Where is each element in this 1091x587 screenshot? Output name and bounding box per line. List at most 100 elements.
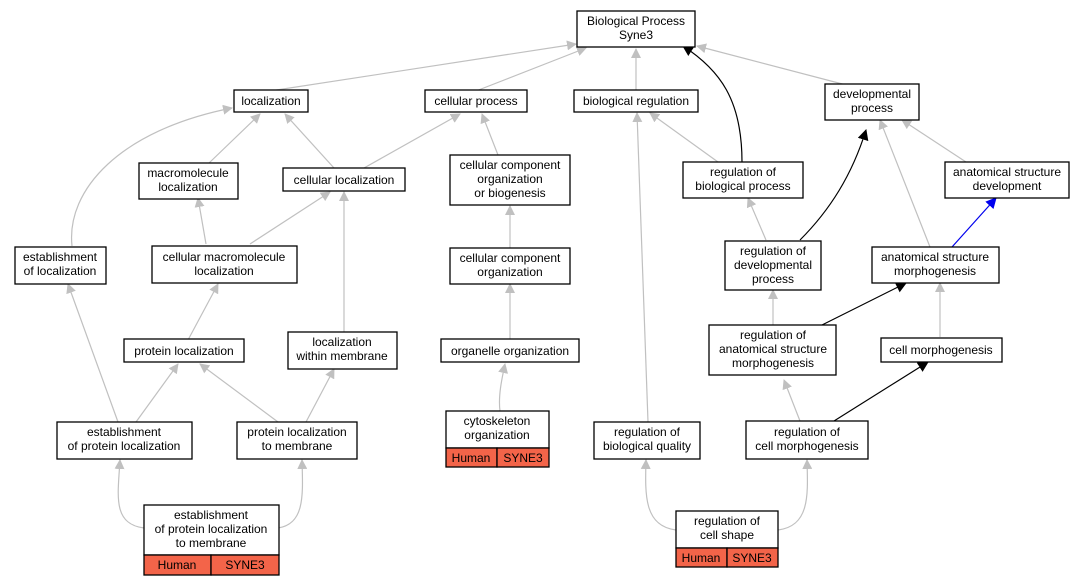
node-label: cellular macromolecule	[163, 250, 286, 264]
node-label: regulation of	[614, 425, 681, 439]
node-cell-morphogenesis[interactable]: cell morphogenesis	[880, 337, 1003, 363]
edge-reg-dev-process-to-developmental-process	[799, 128, 869, 241]
node-regulation-of-cell-morphogenesis[interactable]: regulation of cell morphogenesis	[745, 420, 869, 460]
node-label: Syne3	[619, 28, 653, 42]
edge-cell-macro-loc-to-cellular-localization	[249, 191, 331, 245]
node-label: to membrane	[176, 536, 247, 550]
node-label: organization	[477, 172, 542, 186]
node-label: development	[973, 179, 1042, 193]
node-cellular-component-organization[interactable]: cellular component organization	[449, 247, 571, 285]
node-label: process	[752, 272, 794, 286]
edge-protein-loc-membrane-to-loc-within-membrane	[305, 368, 335, 423]
node-label: cytoskeleton	[464, 414, 531, 428]
node-label: regulation of	[740, 244, 807, 258]
node-label: biological process	[695, 179, 790, 193]
node-label: anatomical structure	[881, 250, 989, 264]
annotation-species-label: Human	[452, 451, 491, 465]
node-establishment-of-localization[interactable]: establishment of localization	[14, 246, 107, 285]
node-cellular-macromolecule-localization[interactable]: cellular macromolecule localization	[151, 245, 298, 284]
node-label: cellular localization	[294, 173, 395, 187]
annotation-gene-cell	[210, 554, 280, 576]
node-biological-regulation[interactable]: biological regulation	[573, 89, 699, 113]
edge-reg-anat-morph-to-anat-morph	[821, 282, 907, 326]
node-regulation-of-biological-process[interactable]: regulation of biological process	[682, 161, 804, 199]
edges-layer	[66, 40, 997, 531]
edge-est-protein-loc-membrane-to-est-protein-loc	[114, 459, 145, 529]
node-regulation-of-anatomical-structure-morphogenesis[interactable]: regulation of anatomical structure morph…	[708, 324, 837, 376]
node-label: localization	[194, 264, 253, 278]
node-cellular-component-organization-or-biogenesis[interactable]: cellular component organization or bioge…	[449, 154, 571, 206]
node-label: biological quality	[603, 439, 691, 453]
node-label: cell morphogenesis	[889, 343, 992, 357]
edge-reg-dev-process-to-reg-bio-process	[746, 197, 767, 241]
node-developmental-process[interactable]: developmental process	[824, 83, 920, 121]
edge-developmental-process-to-root	[696, 43, 851, 87]
node-label: regulation of	[740, 328, 807, 342]
node-label: localization	[312, 335, 371, 349]
edge-protein-loc-to-cell-macro-loc	[187, 283, 219, 341]
node-label: regulation of	[694, 514, 761, 528]
node-label: or biogenesis	[474, 186, 545, 200]
node-label: anatomical structure	[953, 165, 1061, 179]
edge-ccob-to-cellular-process	[480, 113, 499, 156]
node-label: localization	[158, 180, 217, 194]
node-label: to membrane	[262, 439, 333, 453]
node-label: of localization	[24, 264, 97, 278]
node-establishment-of-protein-localization-to-membrane[interactable]: establishment of protein localization to…	[143, 504, 280, 576]
node-label: organelle organization	[451, 344, 569, 358]
edge-est-protein-loc-to-est-localization	[66, 283, 119, 423]
annotation-gene-label: SYNE3	[225, 558, 265, 572]
node-label: anatomical structure	[719, 342, 827, 356]
node-label: cellular component	[460, 251, 561, 265]
node-label: cellular process	[434, 94, 517, 108]
node-label: establishment	[87, 425, 162, 439]
node-label: of protein localization	[155, 522, 268, 536]
node-biological-process-root[interactable]: Biological Process Syne3	[576, 10, 696, 48]
node-label: macromolecule	[147, 166, 229, 180]
node-cytoskeleton-organization[interactable]: cytoskeleton organization Human SYNE3	[445, 410, 550, 468]
node-label: Biological Process	[587, 14, 685, 28]
node-label: of protein localization	[68, 439, 181, 453]
node-label: cell morphogenesis	[755, 439, 858, 453]
node-anatomical-structure-development[interactable]: anatomical structure development	[944, 161, 1070, 199]
edge-anat-morph-to-anat-dev	[951, 197, 997, 248]
node-macromolecule-localization[interactable]: macromolecule localization	[138, 162, 239, 200]
node-localization[interactable]: localization	[233, 89, 309, 113]
node-cellular-process[interactable]: cellular process	[424, 89, 528, 113]
node-localization-within-membrane[interactable]: localization within membrane	[287, 331, 398, 370]
edge-reg-bio-quality-to-biological-regulation	[632, 112, 649, 423]
node-label: process	[851, 101, 893, 115]
node-label: cellular component	[460, 158, 561, 172]
edge-est-protein-loc-membrane-to-protein-loc-membrane	[277, 459, 308, 529]
annotation-species-label: Human	[682, 551, 721, 565]
node-label: protein localization	[247, 425, 346, 439]
node-label: establishment	[174, 508, 249, 522]
edge-anat-dev-to-developmental-process	[901, 119, 967, 163]
annotation-gene-label: SYNE3	[732, 551, 772, 565]
node-regulation-of-cell-shape[interactable]: regulation of cell shape Human SYNE3	[675, 510, 779, 568]
node-protein-localization[interactable]: protein localization	[123, 338, 245, 363]
node-establishment-of-protein-localization[interactable]: establishment of protein localization	[56, 421, 193, 460]
edge-establishment-localization-to-localization	[70, 104, 233, 247]
edge-cytoskeleton-org-to-organelle-org	[498, 363, 509, 412]
node-label: within membrane	[295, 349, 388, 363]
node-regulation-of-biological-quality[interactable]: regulation of biological quality	[593, 421, 701, 460]
node-label: cell shape	[700, 528, 754, 542]
node-label: regulation of	[710, 165, 777, 179]
node-label: protein localization	[134, 344, 233, 358]
node-cellular-localization[interactable]: cellular localization	[282, 167, 406, 192]
edge-cellular-localization-to-localization	[284, 113, 335, 169]
node-anatomical-structure-morphogenesis[interactable]: anatomical structure morphogenesis	[871, 246, 1000, 284]
node-regulation-of-developmental-process[interactable]: regulation of developmental process	[724, 240, 822, 291]
node-label: localization	[241, 94, 300, 108]
edge-localization-to-root	[269, 40, 577, 92]
node-organelle-organization[interactable]: organelle organization	[440, 338, 580, 363]
node-label: morphogenesis	[894, 264, 976, 278]
node-protein-localization-to-membrane[interactable]: protein localization to membrane	[236, 421, 358, 460]
nodes-layer: Biological Process Syne3 localization ce…	[14, 10, 1070, 576]
annotation-gene-label: SYNE3	[503, 451, 543, 465]
edge-est-protein-loc-to-protein-loc	[135, 363, 179, 423]
node-label: developmental	[734, 258, 812, 272]
edge-cellular-localization-to-cellular-process	[363, 113, 461, 169]
